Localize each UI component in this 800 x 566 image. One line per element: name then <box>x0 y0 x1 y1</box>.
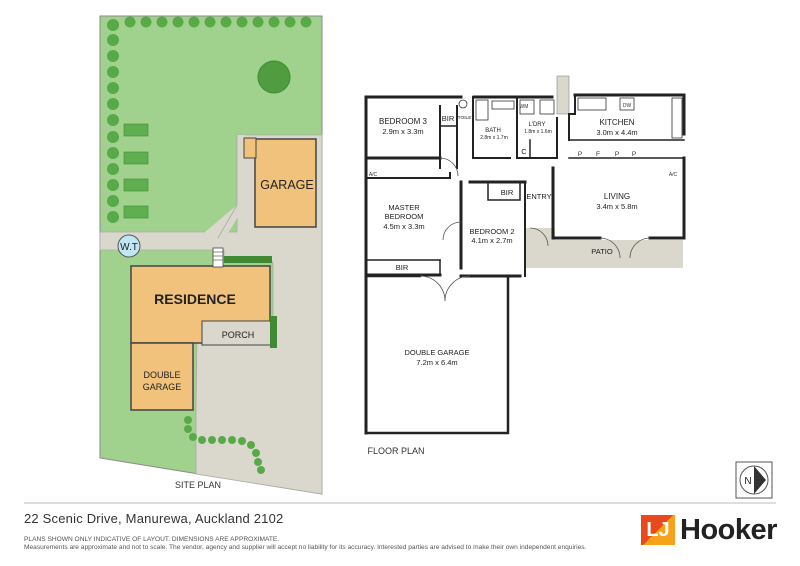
hedge-left <box>107 19 119 223</box>
lj-mark: LJ <box>641 515 675 545</box>
bedroom3-dims: 2.9m x 3.3m <box>382 127 423 136</box>
patio-label: PATIO <box>591 247 613 256</box>
pantry-label-3: P <box>632 151 636 158</box>
fixtures <box>458 97 683 139</box>
water-tank <box>117 234 141 258</box>
floor-plan-title: FLOOR PLAN <box>367 446 424 456</box>
dw-label: DW <box>623 103 632 109</box>
bedroom3-label: BEDROOM 3 <box>379 117 428 126</box>
kitchen-label: KITCHEN <box>599 118 634 127</box>
garage-label: DOUBLE GARAGE <box>404 348 469 357</box>
floor-plan: WM DW A/C A/C P F P P BEDROOM 3 2.9m x 3… <box>364 75 686 456</box>
entry-label: ENTRY <box>526 192 551 201</box>
master-dims: 4.5m x 3.3m <box>383 222 424 231</box>
ldry-label: L'DRY <box>528 122 545 128</box>
hooker-wordmark: Hooker <box>680 513 777 546</box>
toilet-label: TOILET <box>458 115 475 121</box>
ldry-dims: 1.8m x 1.6m <box>524 129 552 135</box>
garden-beds <box>123 123 149 219</box>
cupboard-label: C <box>521 147 527 156</box>
hedge-top <box>124 16 312 28</box>
living-label: LIVING <box>604 192 630 201</box>
site-plan-title: SITE PLAN <box>175 480 221 490</box>
tree <box>257 60 291 94</box>
bath-dims: 2.8m x 1.7m <box>480 135 508 141</box>
chimney <box>556 75 570 115</box>
master-label-1: MASTER <box>388 203 420 212</box>
site-plan: GARAGE W.T RESIDENCE PORCH DOUBLE GARAGE… <box>99 15 323 495</box>
entry-steps <box>212 247 224 268</box>
wm-label: WM <box>520 104 529 110</box>
site-double-garage-label-1: DOUBLE <box>143 370 180 380</box>
patio-paving <box>525 228 683 268</box>
ac-label-2: A/C <box>669 172 678 178</box>
bedroom2-dims: 4.1m x 2.7m <box>471 236 512 245</box>
master-label-2: BEDROOM <box>385 212 424 221</box>
fridge-label: F <box>596 151 600 158</box>
address: 22 Scenic Drive, Manurewa, Auckland 2102 <box>24 511 284 526</box>
bath-label: BATH <box>485 128 501 134</box>
garage-dims: 7.2m x 6.4m <box>416 358 457 367</box>
bir-label-2: BIR <box>396 263 409 272</box>
disclaimer-2: Measurements are approximate and not to … <box>24 544 587 551</box>
hedge-front <box>184 416 265 474</box>
lj-mark-text: LJ <box>646 519 670 541</box>
pantry-label-2: P <box>615 151 619 158</box>
ac-label-1: A/C <box>369 172 378 178</box>
site-double-garage <box>130 342 194 411</box>
site-garage-label: GARAGE <box>260 178 314 192</box>
pantry-label-1: P <box>578 151 582 158</box>
path <box>205 135 245 238</box>
residence-label: RESIDENCE <box>154 291 236 307</box>
bir-label-1: BIR <box>442 114 455 123</box>
water-tank-label: W.T <box>120 242 138 253</box>
porch <box>201 320 275 346</box>
hedge-strip <box>224 256 272 263</box>
lj-hooker-logo: LJ Hooker <box>641 513 777 546</box>
site-garage <box>254 138 317 228</box>
site-double-garage-label-2: GARAGE <box>143 382 182 392</box>
porch-label: PORCH <box>222 330 255 340</box>
compass-n: N <box>744 476 751 487</box>
disclaimer-1: PLANS SHOWN ONLY INDICATIVE OF LAYOUT. D… <box>24 536 280 543</box>
bedroom2-label: BEDROOM 2 <box>469 227 514 236</box>
north-arrow: N <box>735 461 773 499</box>
kitchen-dims: 3.0m x 4.4m <box>596 128 637 137</box>
bir-label-3: BIR <box>501 188 514 197</box>
living-dims: 3.4m x 5.8m <box>596 202 637 211</box>
